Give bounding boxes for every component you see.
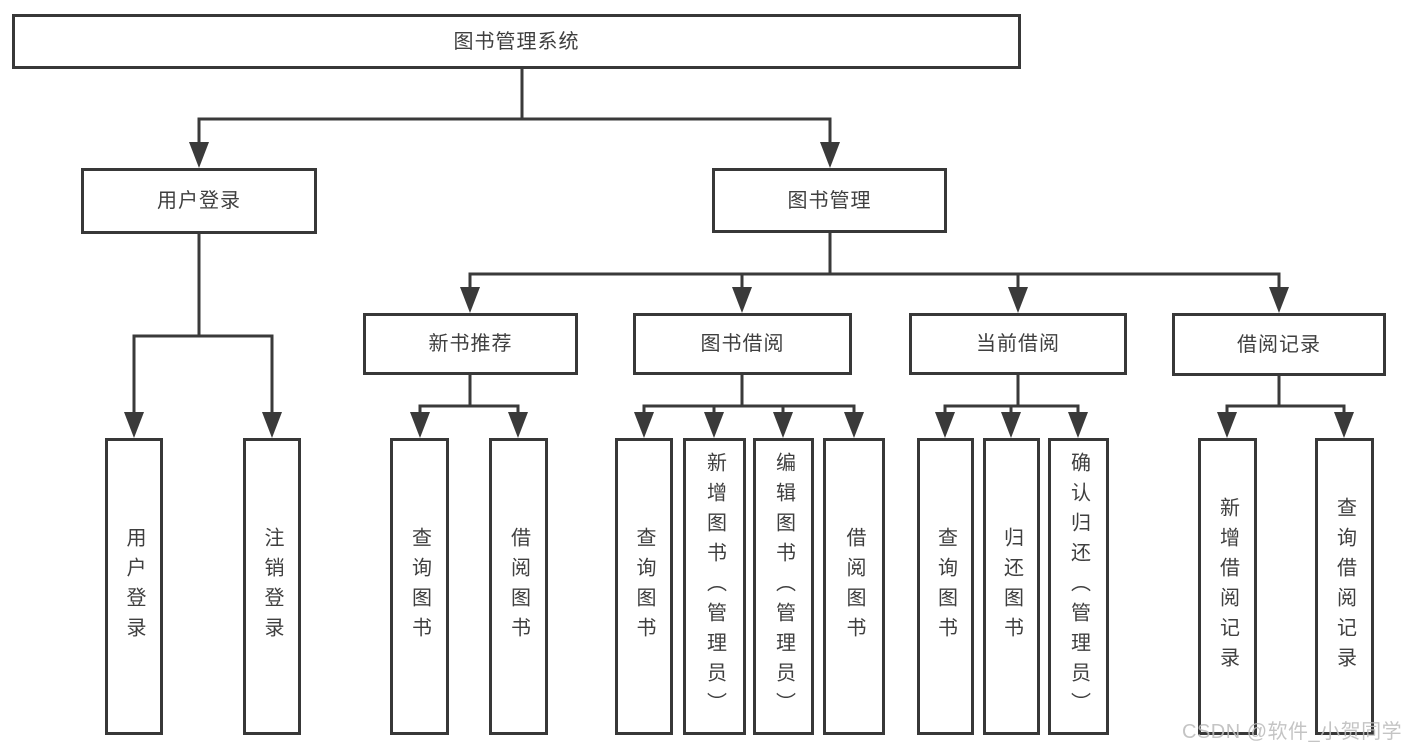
node-book-borrow: 图书借阅 xyxy=(633,313,852,375)
node-root-system: 图书管理系统 xyxy=(12,14,1021,69)
leaf-query-book-recommend: 查询图书 xyxy=(390,438,449,735)
node-new-book-recommend: 新书推荐 xyxy=(363,313,578,375)
leaf-query-book-current: 查询图书 xyxy=(917,438,974,735)
connector-records-to-children xyxy=(1225,375,1346,420)
leaf-user-login: 用户登录 xyxy=(105,438,163,735)
leaf-borrow-book: 借阅图书 xyxy=(823,438,885,735)
leaf-borrow-book-recommend: 借阅图书 xyxy=(489,438,548,735)
leaf-add-book-admin: 新增图书（管理员） xyxy=(683,438,746,735)
connector-root-to-level2 xyxy=(197,69,832,150)
leaf-add-borrow-record: 新增借阅记录 xyxy=(1198,438,1257,735)
leaf-confirm-return-admin: 确认归还（管理员） xyxy=(1048,438,1109,735)
connector-newbook-to-children xyxy=(418,375,520,420)
connector-bookmgmt-to-sections xyxy=(468,233,1281,295)
leaf-return-book: 归还图书 xyxy=(983,438,1040,735)
node-book-management-branch: 图书管理 xyxy=(712,168,947,233)
node-user-login-branch: 用户登录 xyxy=(81,168,317,234)
leaf-query-borrow-record: 查询借阅记录 xyxy=(1315,438,1374,735)
csdn-watermark: CSDN @软件_小贺同学 xyxy=(1182,721,1403,743)
connector-userlogin-to-children xyxy=(132,234,274,420)
leaf-query-book-borrow: 查询图书 xyxy=(615,438,673,735)
node-borrow-records: 借阅记录 xyxy=(1172,313,1386,376)
arrowheads xyxy=(124,142,1354,438)
leaf-logout: 注销登录 xyxy=(243,438,301,735)
leaf-edit-book-admin: 编辑图书（管理员） xyxy=(753,438,814,735)
node-current-borrow: 当前借阅 xyxy=(909,313,1127,375)
connector-borrow-to-children xyxy=(642,375,856,420)
